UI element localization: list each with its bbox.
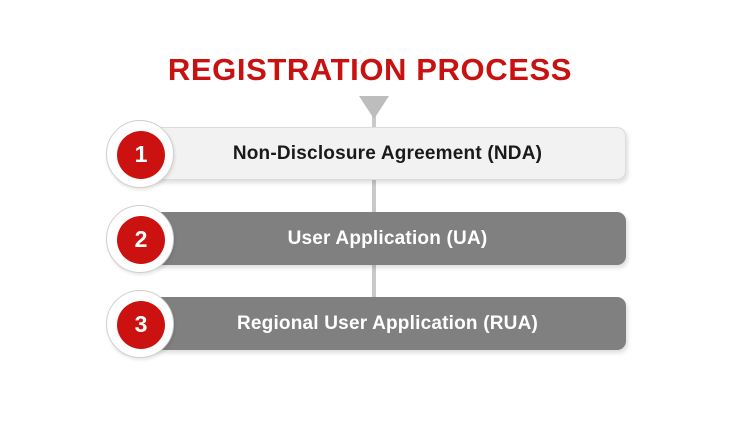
step-label-2: User Application (UA) (287, 227, 488, 249)
step-badge-1: 1 (106, 120, 174, 188)
step-badge-disc-1: 1 (117, 131, 165, 179)
step-badge-ring-2: 2 (114, 213, 168, 267)
step-label-1: Non-Disclosure Agreement (NDA) (232, 142, 543, 164)
step-number-2: 2 (134, 226, 148, 252)
step-bar-2[interactable]: User Application (UA) (115, 212, 626, 265)
step-badge-ring-1: 1 (114, 128, 168, 182)
step-bar-1[interactable]: Non-Disclosure Agreement (NDA) (115, 127, 626, 180)
process-step-1[interactable]: Non-Disclosure Agreement (NDA) 1 (106, 120, 626, 190)
process-step-3[interactable]: Regional User Application (RUA) 3 (106, 290, 626, 360)
step-badge-disc-3: 3 (117, 301, 165, 349)
step-badge-ring-3: 3 (114, 298, 168, 352)
step-number-3: 3 (134, 311, 148, 337)
step-badge-3: 3 (106, 290, 174, 358)
step-bar-3[interactable]: Regional User Application (RUA) (115, 297, 626, 350)
step-label-3: Regional User Application (RUA) (236, 312, 539, 334)
step-badge-2: 2 (106, 205, 174, 273)
step-number-1: 1 (134, 141, 148, 167)
process-step-2[interactable]: User Application (UA) 2 (106, 205, 626, 275)
triangle-down-icon (359, 96, 389, 119)
step-badge-disc-2: 2 (117, 216, 165, 264)
page-title: REGISTRATION PROCESS (167, 52, 573, 87)
